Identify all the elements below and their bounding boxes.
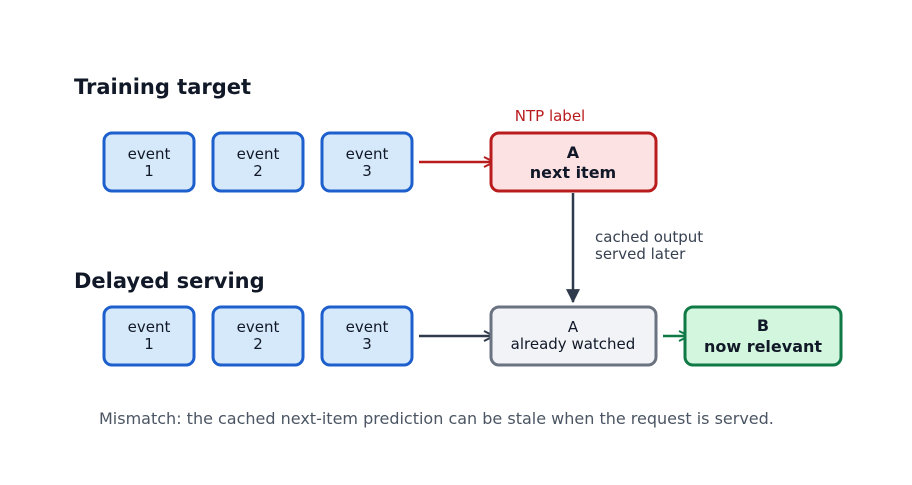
serving-section-title: Delayed serving [74,269,265,293]
target-item-caption: next item [530,163,616,182]
training-event-3-box [320,131,414,193]
training-event-1-box [102,131,196,193]
training-event-2-number: 2 [253,162,263,180]
serving-event-3: event 3 [320,305,414,367]
serving-event-2-box [211,305,305,367]
training-event-3-label: event [346,145,389,163]
serving-event-2-label: event [237,318,280,336]
serving-event-1: event 1 [102,305,196,367]
now-relevant-box [683,305,843,367]
training-event-2: event 2 [211,131,305,193]
serving-event-1-number: 1 [144,335,154,353]
mismatch-caption: Mismatch: the cached next-item predictio… [99,409,774,428]
relevant-item-letter: B [757,316,769,335]
training-event-2-box [211,131,305,193]
training-section-title: Training target [74,75,251,99]
already-watched-item: A already watched [489,305,658,367]
serving-event-3-number: 3 [362,335,372,353]
training-event-3-number: 3 [362,162,372,180]
serving-event-3-label: event [346,318,389,336]
now-relevant-item: B now relevant [683,305,843,367]
target-next-item-box [489,131,658,193]
serving-event-1-label: event [128,318,171,336]
serving-event-3-box [320,305,414,367]
serving-event-2-number: 2 [253,335,263,353]
ntp-label: NTP label [515,107,585,125]
serving-event-2: event 2 [211,305,305,367]
training-event-2-label: event [237,145,280,163]
watched-item-caption: already watched [511,335,636,353]
already-watched-box [489,305,658,367]
relevant-item-caption: now relevant [704,337,822,356]
connector-label-line1: cached output [595,228,703,246]
training-event-3: event 3 [320,131,414,193]
training-event-1-number: 1 [144,162,154,180]
serving-event-1-box [102,305,196,367]
training-event-1: event 1 [102,131,196,193]
watched-item-letter: A [568,318,579,336]
target-item-letter: A [567,143,580,162]
training-event-1-label: event [128,145,171,163]
connector-label-line2: served later [595,245,686,263]
target-next-item: A next item [489,131,658,193]
